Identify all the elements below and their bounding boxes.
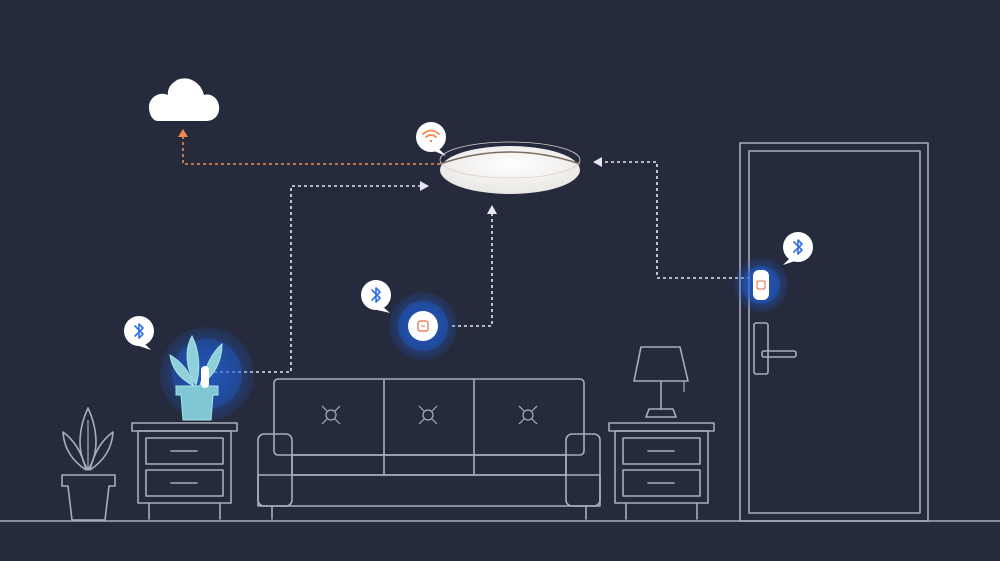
- door-sensor-icon: [753, 270, 769, 300]
- link-switch-to-lamp: [452, 205, 497, 327]
- bluetooth-icon: [134, 323, 144, 339]
- plant-sensor-icon: [169, 334, 223, 421]
- wifi-badge: [416, 122, 446, 156]
- door: [739, 142, 929, 522]
- nightstand-right: [608, 422, 715, 520]
- ceiling-light-icon: [439, 141, 581, 194]
- link-door-to-lamp: [593, 157, 750, 279]
- plant-bluetooth-badge: [124, 316, 154, 350]
- cloud-icon: [149, 78, 220, 121]
- floor-plant: [61, 407, 116, 521]
- table-lamp: [633, 346, 689, 418]
- switch-bluetooth-badge: [361, 280, 391, 313]
- bluetooth-icon: [371, 287, 381, 303]
- wifi-icon: [422, 129, 440, 143]
- door-bluetooth-badge: [783, 232, 813, 265]
- wireless-switch-icon: [408, 311, 438, 341]
- bluetooth-icon: [793, 239, 803, 255]
- nightstand-left: [131, 422, 238, 520]
- link-lamp-to-cloud: [178, 129, 440, 165]
- sofa: [257, 378, 601, 520]
